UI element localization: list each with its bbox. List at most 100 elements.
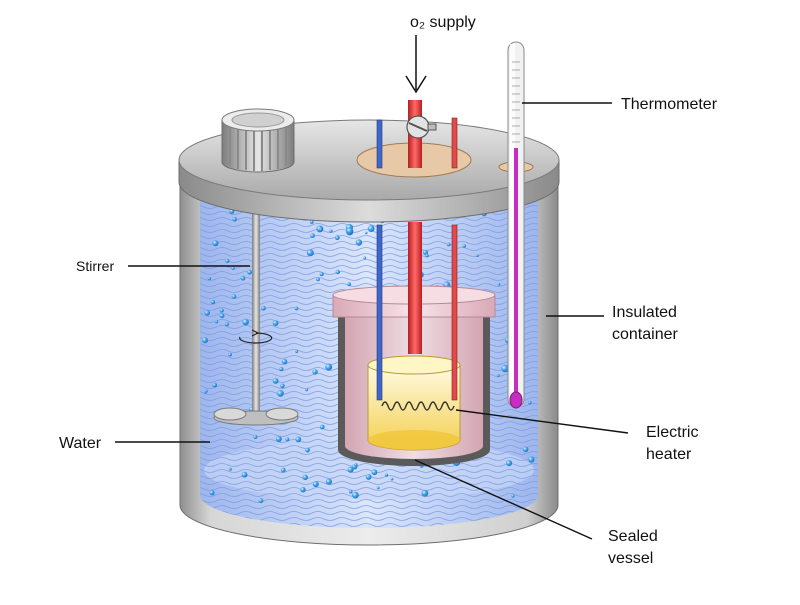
bubble: [354, 463, 358, 467]
bubble: [275, 436, 282, 442]
bubble: [280, 383, 285, 389]
bubble: [528, 456, 535, 463]
bubble: [522, 446, 529, 453]
heater-coil: [381, 401, 455, 411]
bubble: [219, 308, 224, 313]
bubble: [285, 437, 290, 442]
rotation-arrow-icon: [239, 332, 273, 344]
bubble: [231, 294, 237, 299]
o2-supply-arrow-icon: [405, 35, 427, 94]
bubble: [212, 382, 218, 388]
bubble: [258, 498, 264, 504]
sample-cup: [367, 355, 461, 451]
bubble: [310, 233, 315, 238]
bubble: [305, 447, 310, 453]
bubble: [384, 473, 389, 477]
bubble: [334, 235, 340, 241]
label-insulated-line1: Insulated: [612, 304, 677, 321]
bubble: [347, 466, 354, 473]
label-stirrer: Stirrer: [76, 258, 114, 274]
bubble: [228, 352, 233, 357]
bubble: [202, 337, 208, 344]
bubble: [279, 367, 284, 372]
bubble: [300, 487, 306, 493]
label-insulated-line2: container: [612, 326, 678, 343]
bubble: [224, 322, 229, 327]
bubble: [346, 227, 354, 235]
bubble: [228, 467, 232, 471]
bubble: [214, 320, 219, 324]
bubble: [281, 358, 288, 365]
bubble: [446, 242, 451, 247]
bubble: [277, 390, 284, 397]
bubble: [305, 388, 309, 392]
electrode-red: [451, 224, 458, 401]
bubble: [225, 258, 230, 263]
label-o2-supply: o₂ supply: [410, 14, 476, 31]
bubble: [355, 239, 363, 246]
bubble: [501, 364, 509, 373]
bubble: [212, 240, 219, 247]
bubble: [476, 254, 479, 257]
label-heater-line2: heater: [646, 446, 692, 463]
bubble: [309, 220, 314, 224]
o2-valve: [406, 115, 437, 139]
bubble: [272, 320, 279, 326]
bubble: [261, 306, 266, 311]
bubble: [347, 282, 351, 287]
bubble: [371, 469, 378, 476]
bubble: [390, 477, 394, 481]
bubble: [325, 478, 332, 485]
bubble: [207, 277, 211, 281]
bubble: [367, 225, 375, 233]
bubble: [376, 486, 380, 490]
bubble: [312, 481, 319, 488]
bubble: [294, 306, 299, 311]
bubble: [312, 369, 318, 375]
bubble: [253, 434, 258, 439]
bubble: [209, 490, 215, 496]
bubble: [421, 489, 429, 497]
bubble: [496, 374, 500, 377]
bubble: [316, 277, 320, 282]
thermometer: [507, 41, 525, 409]
bubble: [306, 249, 314, 257]
electrode-blue: [376, 224, 383, 401]
bubble: [348, 489, 353, 494]
bubble: [241, 471, 248, 478]
label-vessel-line1: Sealed: [608, 528, 658, 545]
bubble: [325, 363, 333, 371]
bubble: [242, 318, 249, 326]
bubble: [363, 256, 367, 260]
bubble: [295, 436, 302, 443]
bubble: [365, 474, 372, 480]
bubble: [497, 282, 501, 286]
bubble: [319, 424, 325, 430]
bubble: [511, 494, 515, 498]
bubble: [528, 401, 532, 405]
bubble: [302, 474, 308, 480]
bubble: [247, 269, 253, 275]
bubble: [219, 313, 225, 319]
bubble: [240, 275, 246, 281]
bubble: [505, 460, 513, 467]
bubble: [231, 266, 235, 270]
bubble: [335, 269, 340, 275]
bubble: [329, 229, 333, 233]
bubble: [280, 467, 286, 473]
label-vessel-line2: vessel: [608, 550, 653, 567]
bubble: [319, 227, 323, 232]
bubble: [295, 350, 299, 353]
bubble: [232, 217, 237, 222]
label-thermometer: Thermometer: [621, 96, 718, 113]
bubble: [272, 378, 279, 384]
bubble: [425, 253, 429, 258]
o2-pipe: [408, 222, 422, 354]
stirrer: [213, 175, 299, 426]
bubble: [352, 491, 359, 499]
stirrer-motor: [221, 108, 295, 173]
label-heater-line1: Electric: [646, 424, 698, 441]
bubble: [422, 249, 428, 255]
bubble: [210, 299, 216, 305]
